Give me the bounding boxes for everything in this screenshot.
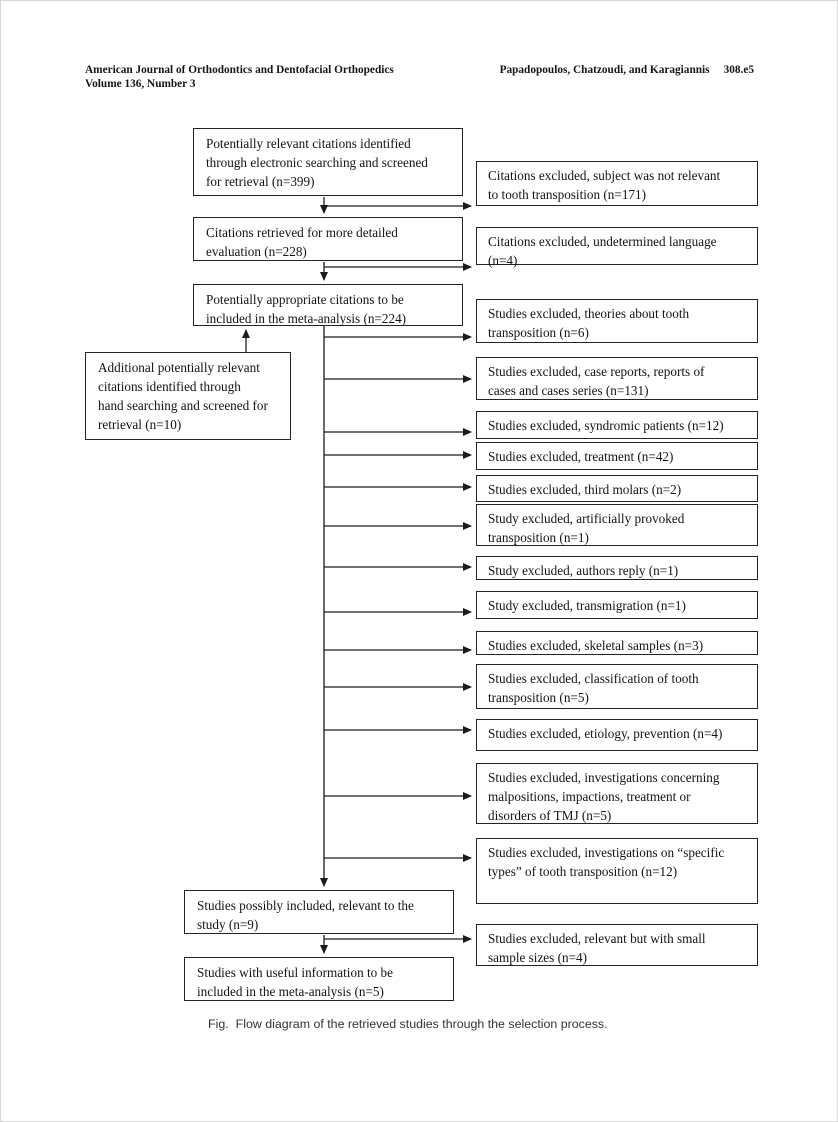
exclusion-box-syndromic-patients: Studies excluded, syndromic patients (n=… <box>476 411 758 439</box>
exclusion-box-theories: Studies excluded, theories about tooth t… <box>476 299 758 343</box>
page-number: 308.e5 <box>723 64 754 76</box>
flow-box-citations-retrieved: Citations retrieved for more detailed ev… <box>193 217 463 261</box>
exclusion-box-skeletal-samples: Studies excluded, skeletal samples (n=3) <box>476 631 758 655</box>
flow-box-hand-searching: Additional potentially relevant citation… <box>85 352 291 440</box>
exclusion-box-tmj-investigations: Studies excluded, investigations concern… <box>476 763 758 824</box>
journal-header-left: American Journal of Orthodontics and Den… <box>85 63 394 91</box>
flow-box-potentially-appropriate: Potentially appropriate citations to be … <box>193 284 463 326</box>
exclusion-box-subject-not-relevant: Citations excluded, subject was not rele… <box>476 161 758 206</box>
exclusion-box-transmigration: Study excluded, transmigration (n=1) <box>476 591 758 619</box>
flow-box-useful-information: Studies with useful information to be in… <box>184 957 454 1001</box>
exclusion-box-third-molars: Studies excluded, third molars (n=2) <box>476 475 758 502</box>
exclusion-box-small-samples: Studies excluded, relevant but with smal… <box>476 924 758 966</box>
exclusion-box-etiology-prevention: Studies excluded, etiology, prevention (… <box>476 719 758 751</box>
running-authors: Papadopoulos, Chatzoudi, and Karagiannis <box>499 64 710 76</box>
exclusion-box-case-reports: Studies excluded, case reports, reports … <box>476 357 758 400</box>
journal-volume: Volume 136, Number 3 <box>85 78 196 90</box>
exclusion-box-treatment: Studies excluded, treatment (n=42) <box>476 442 758 470</box>
journal-header-right: Papadopoulos, Chatzoudi, and Karagiannis… <box>500 63 754 77</box>
exclusion-box-classification: Studies excluded, classification of toot… <box>476 664 758 709</box>
journal-title: American Journal of Orthodontics and Den… <box>85 64 394 76</box>
figure-caption-label: Fig. <box>208 1017 229 1031</box>
flow-box-citations-identified: Potentially relevant citations identifie… <box>193 128 463 196</box>
flow-box-possibly-included: Studies possibly included, relevant to t… <box>184 890 454 934</box>
exclusion-box-authors-reply: Study excluded, authors reply (n=1) <box>476 556 758 580</box>
exclusion-box-specific-types: Studies excluded, investigations on “spe… <box>476 838 758 904</box>
exclusion-box-artificially-provoked: Study excluded, artificially provoked tr… <box>476 504 758 546</box>
figure-caption: Fig. Flow diagram of the retrieved studie… <box>208 1017 608 1031</box>
figure-caption-text: Flow diagram of the retrieved studies th… <box>235 1017 608 1031</box>
exclusion-box-undetermined-language: Citations excluded, undetermined languag… <box>476 227 758 268</box>
